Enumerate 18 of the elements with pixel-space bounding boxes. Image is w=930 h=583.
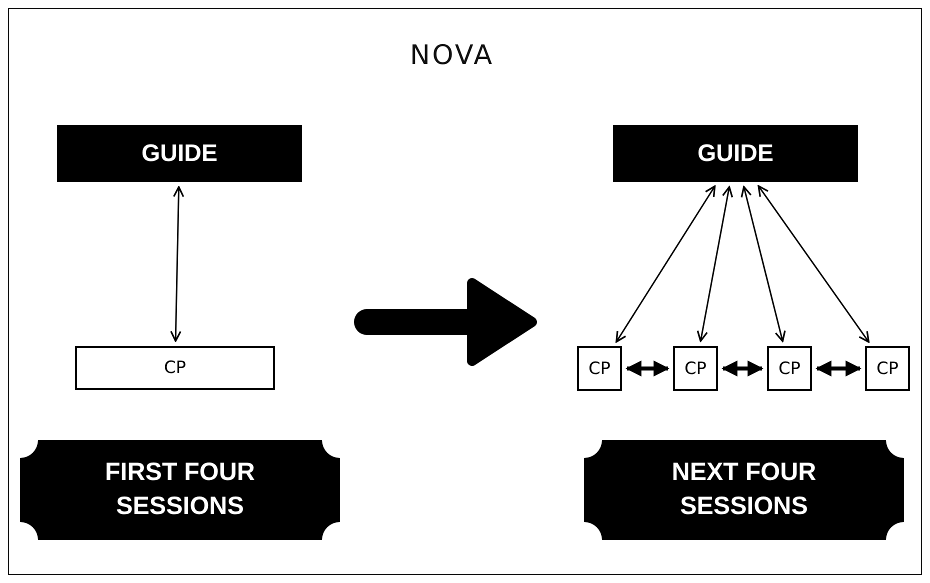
double-arrow [170,186,184,342]
double-arrow [740,186,786,342]
double-arrow [758,185,870,343]
double-arrow [721,360,764,376]
label-bar: GUIDE [613,125,858,182]
participant-box: CP [577,346,622,391]
diagram-title: NOVA [408,40,496,71]
double-arrow [815,360,862,376]
participant-box: CP [75,346,275,390]
session-plaque: NEXT FOUR SESSIONS [584,440,904,540]
label-bar: GUIDE [57,125,302,182]
double-arrow [696,186,734,342]
double-arrow [625,360,670,376]
participant-box: CP [767,346,812,391]
participant-box: CP [865,346,910,391]
double-arrow [616,185,716,343]
participant-box: CP [673,346,718,391]
session-plaque: FIRST FOUR SESSIONS [20,440,340,540]
